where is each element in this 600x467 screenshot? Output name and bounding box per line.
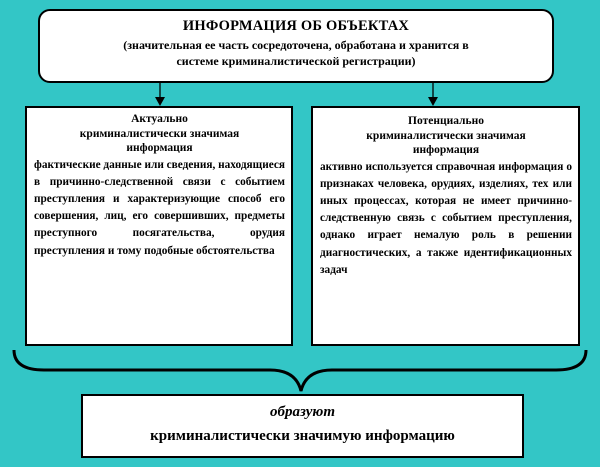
arrow-left: [155, 83, 165, 106]
actual-information-heading: Актуально криминалистически значимая инф…: [34, 112, 285, 156]
actual-information-box: Актуально криминалистически значимая инф…: [25, 106, 293, 346]
objects-information-title: ИНФОРМАЦИЯ ОБ ОБЪЕКТАХ: [182, 18, 410, 34]
result-verb: образуют: [269, 404, 335, 420]
subtitle-line-1: (значительная ее часть сосредоточена, об…: [123, 38, 469, 52]
actual-heading-line-1: Актуально: [131, 113, 188, 125]
potential-heading-line-1: Потенциально: [408, 115, 484, 127]
potential-heading-line-3: информация: [412, 144, 480, 156]
result-box: образуют криминалистически значимую инфо…: [81, 394, 524, 458]
objects-information-box: ИНФОРМАЦИЯ ОБ ОБЪЕКТАХ (значительная ее …: [38, 9, 554, 83]
potential-information-text: активно используется справочная информац…: [320, 160, 572, 276]
arrow-right: [428, 83, 438, 106]
potential-information-heading: Потенциально криминалистически значимая …: [320, 114, 572, 158]
actual-heading-line-3: информация: [126, 142, 193, 154]
subtitle-line-2: системе криминалистической регистрации): [176, 54, 416, 68]
potential-heading-line-2: криминалистически значимая: [366, 129, 526, 142]
actual-information-text: фактические данные или сведения, находящ…: [34, 158, 285, 257]
objects-information-subtitle: (значительная ее часть сосредоточена, об…: [40, 37, 552, 69]
actual-heading-line-2: криминалистически значимая: [79, 127, 240, 140]
potential-information-box: Потенциально криминалистически значимая …: [311, 106, 580, 346]
curly-brace: [12, 349, 588, 392]
result-phrase: криминалистически значимую информацию: [150, 428, 455, 444]
